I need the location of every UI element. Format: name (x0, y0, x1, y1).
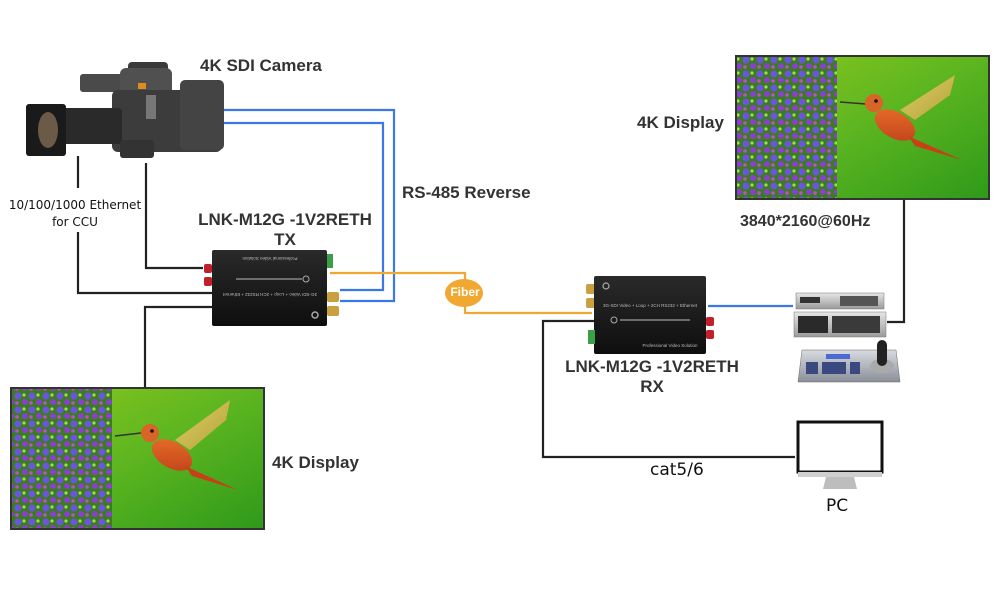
tx-role-label: TX (274, 230, 296, 249)
cable-camera-sdi-outer (220, 108, 396, 303)
hummingbird-image-bottom (114, 400, 238, 490)
tx-device: Professional Video Solution 3G-SDI Video… (204, 250, 339, 326)
rx-face-brand: Professional Video Solution (643, 343, 698, 348)
cable-type-label: cat5/6 (650, 460, 704, 480)
bottom-display-label: 4K Display (272, 453, 359, 472)
rx-model-label: LNK-M12G -1V2RETH (565, 357, 739, 376)
camera-label: 4K SDI Camera (200, 56, 322, 75)
rx-role-label: RX (640, 377, 664, 396)
camera-icon (26, 62, 224, 158)
ethernet-cables (76, 156, 906, 459)
tx-face-text: 3G-SDI Video + Loop + 2CH RS232 + Ethern… (222, 292, 317, 297)
pc-monitor-icon (796, 420, 884, 489)
tx-face-brand: Professional Video Solution (242, 256, 297, 261)
pc-label: PC (826, 496, 849, 516)
hummingbird-image (839, 75, 962, 160)
resolution-label: 3840*2160@60Hz (740, 213, 871, 230)
cable-rack-to-top-display (887, 200, 906, 324)
fiber-tx-side (330, 271, 467, 283)
top-4k-display (735, 55, 990, 200)
fiber-badge (445, 279, 483, 307)
ethernet-ccu-label-line2: for CCU (52, 215, 98, 229)
rx-label: LNK-M12G -1V2RETH RX (552, 357, 752, 397)
sdi-cables (220, 108, 793, 308)
cable-ccu-ethernet-lower (76, 232, 212, 295)
top-display-label: 4K Display (637, 113, 724, 132)
rx-device: 3G-SDI Video + Loop + 2CH RS232 + Ethern… (586, 276, 714, 354)
cable-rx-to-pc (541, 319, 795, 459)
ethernet-ccu-label-line1: 10/100/1000 Ethernet (8, 198, 142, 212)
control-equipment-icon (793, 292, 901, 383)
rs485-label: RS-485 Reverse (402, 183, 531, 202)
tx-model-label: LNK-M12G -1V2RETH (198, 210, 372, 229)
fiber-label: Fiber (450, 285, 480, 299)
rx-face-text: 3G-SDI Video + Loop + 2CH RS232 + Ethern… (603, 303, 698, 308)
cable-camera-to-tx (144, 163, 203, 270)
fiber-rx-side (463, 303, 592, 315)
cable-tx-to-bottom-display (143, 305, 212, 387)
cable-camera-sdi-inner (222, 121, 385, 292)
bottom-4k-display (10, 387, 265, 530)
tx-label: LNK-M12G -1V2RETH TX (185, 210, 385, 250)
ethernet-ccu-label: 10/100/1000 Ethernet for CCU (8, 197, 142, 231)
